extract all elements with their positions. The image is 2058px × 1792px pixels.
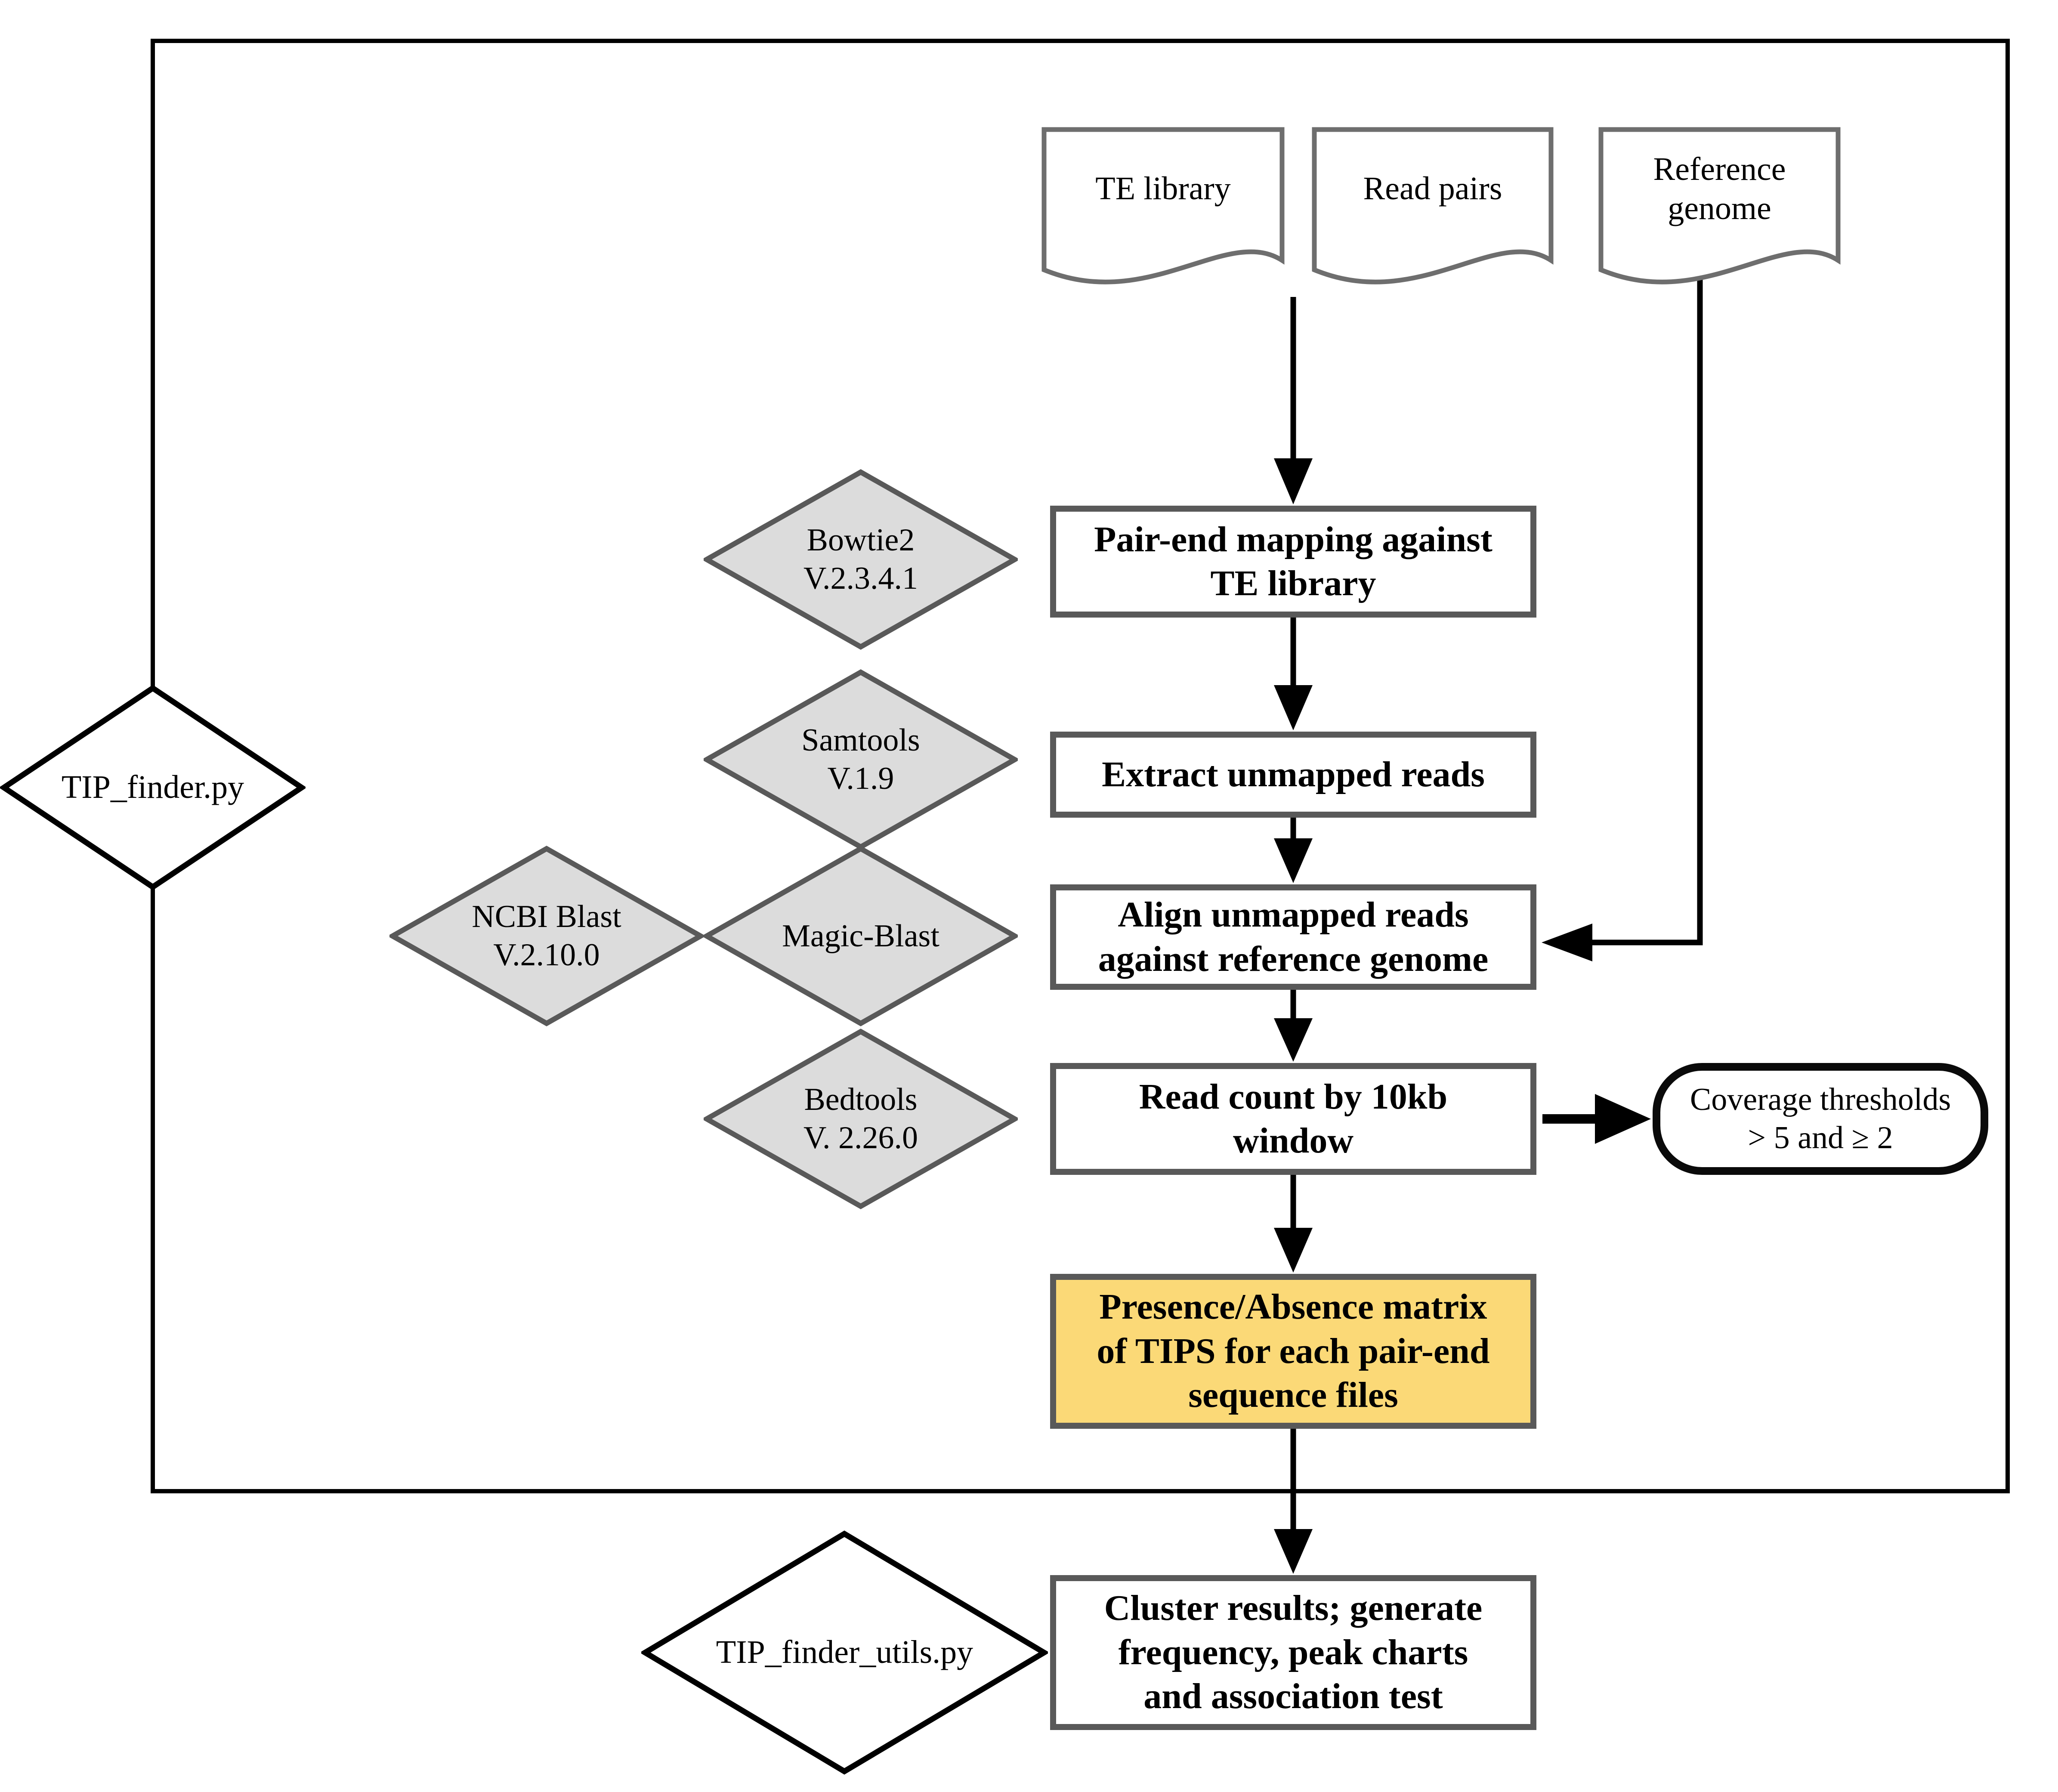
tool-diamond-ncbi-blast: NCBI Blast V.2.10.0: [389, 846, 704, 1026]
script-diamond-tip-finder: TIP_finder.py: [0, 684, 307, 891]
process-cluster-results: Cluster results; generate frequency, pea…: [1050, 1575, 1536, 1730]
diamond-shape-icon: [389, 846, 704, 1026]
tool-diamond-bedtools: Bedtools V. 2.26.0: [704, 1029, 1018, 1209]
process-align-unmapped: Align unmapped reads against reference g…: [1050, 884, 1536, 990]
tool-diamond-bowtie2: Bowtie2 V.2.3.4.1: [704, 469, 1018, 650]
document-te-library: TE library: [1041, 127, 1285, 299]
tool-diamond-samtools: Samtools V.1.9: [704, 669, 1018, 850]
process-pair-end-mapping: Pair-end mapping against TE library: [1050, 506, 1536, 618]
diamond-shape-icon: [704, 1029, 1018, 1209]
tool-diamond-magic-blast: Magic-Blast: [704, 846, 1018, 1026]
document-read-pairs: Read pairs: [1312, 127, 1554, 299]
process-label: Pair-end mapping against TE library: [1094, 519, 1493, 603]
document-shape-icon: [1041, 127, 1285, 284]
document-label: TE library: [1095, 170, 1231, 207]
document-label: Read pairs: [1363, 170, 1502, 207]
document-shape-icon: [1312, 127, 1554, 284]
result-presence-absence-matrix: Presence/Absence matrix of TIPS for each…: [1050, 1274, 1536, 1429]
process-label: Extract unmapped reads: [1102, 754, 1485, 794]
result-label: Presence/Absence matrix of TIPS for each…: [1097, 1287, 1490, 1415]
script-label: TIP_finder.py: [61, 769, 244, 806]
tool-label: Bedtools V. 2.26.0: [803, 1082, 918, 1156]
document-label: Reference genome: [1653, 151, 1786, 226]
tool-label: Samtools V.1.9: [801, 723, 920, 796]
process-label: Cluster results; generate frequency, pea…: [1104, 1588, 1483, 1717]
coverage-thresholds-label: Coverage thresholds > 5 and ≥ 2: [1690, 1082, 1951, 1156]
process-label: Align unmapped reads against reference g…: [1098, 895, 1489, 979]
diamond-shape-icon: [704, 846, 1018, 1026]
diamond-shape-icon: [704, 469, 1018, 650]
diamond-shape-icon: [0, 685, 307, 890]
arrowhead-down-icon: [1274, 1529, 1313, 1574]
script-diamond-tip-finder-utils: TIP_finder_utils.py: [640, 1530, 1050, 1775]
process-read-count: Read count by 10kb window: [1050, 1063, 1536, 1175]
tool-label: Magic-Blast: [782, 918, 939, 954]
process-label: Read count by 10kb window: [1139, 1076, 1448, 1161]
tool-label: Bowtie2 V.2.3.4.1: [803, 522, 918, 596]
tool-label: NCBI Blast V.2.10.0: [472, 899, 621, 973]
document-reference-genome: Reference genome: [1598, 127, 1841, 299]
script-label: TIP_finder_utils.py: [716, 1634, 973, 1671]
coverage-thresholds-note: Coverage thresholds > 5 and ≥ 2: [1653, 1063, 1988, 1175]
process-extract-unmapped: Extract unmapped reads: [1050, 732, 1536, 818]
diamond-shape-icon: [640, 1530, 1050, 1775]
